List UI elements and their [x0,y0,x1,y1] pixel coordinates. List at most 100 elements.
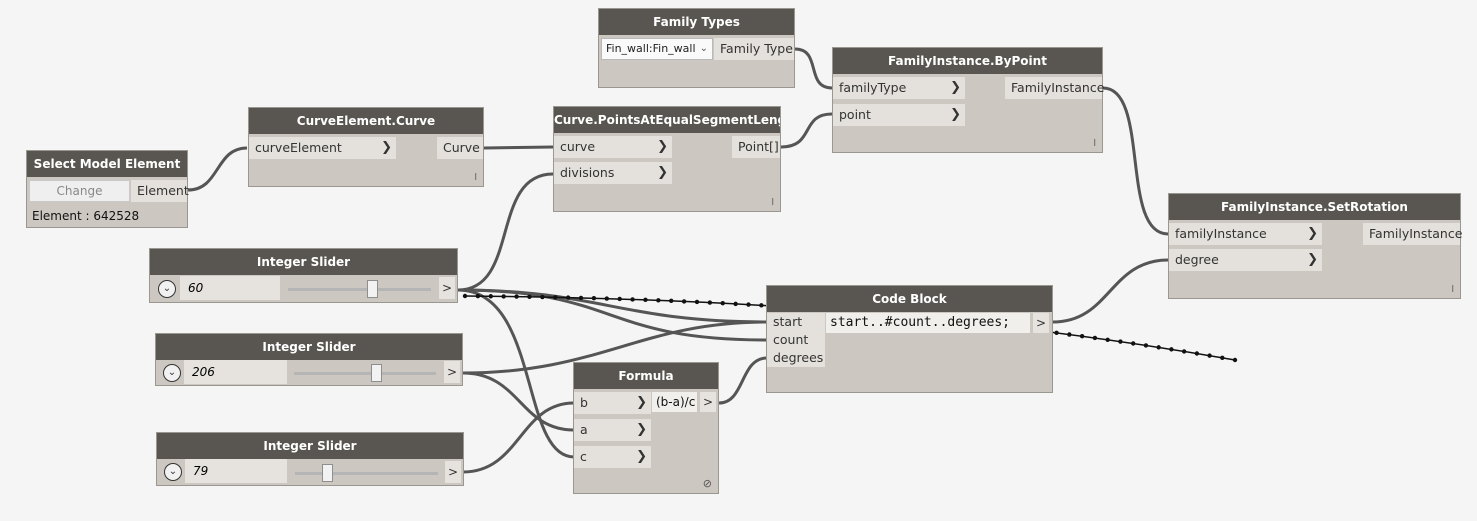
preview-point [1181,349,1187,354]
node-curveelement-curve[interactable]: CurveElement.Curve curveElement❯ Curve l [248,107,484,187]
wire-familytype-to-familytype [794,47,833,90]
output-port[interactable]: > [1033,313,1049,333]
chevron-down-icon[interactable]: ⌄ [163,364,181,382]
preview-point [1079,334,1085,339]
preview-point [617,296,622,302]
preview-point [540,294,545,300]
input-port-familyinstance[interactable]: familyInstance❯ [1169,223,1322,245]
node-family-types[interactable]: Family Types Fin_wall:Fin_wall⌄ Family T… [598,8,795,88]
input-port-c[interactable]: c❯ [574,446,651,468]
input-port-a[interactable]: a❯ [574,419,651,441]
slider-thumb[interactable] [322,464,333,482]
formula-footer-icon: ⊘ [702,477,712,490]
preview-point [1143,343,1149,348]
code-editor[interactable]: start..#count..degrees; [826,313,1030,333]
preview-point [591,296,597,301]
formula-expression[interactable]: (b-a)/c [652,392,697,412]
node-title: FamilyInstance.ByPoint [833,48,1102,74]
wire-slider2-to-formula-a [462,371,575,432]
preview-point [759,303,764,308]
output-port-familyinstance[interactable]: FamilyInstance [1005,77,1104,99]
input-port-familytype[interactable]: familyType❯ [833,77,965,99]
preview-point [630,297,635,302]
slider-track[interactable] [288,288,431,291]
node-select-model-element[interactable]: Select Model Element Change Element Elem… [26,150,189,228]
preview-point [527,294,532,300]
preview-point [1067,332,1072,337]
output-port[interactable]: > [445,461,461,483]
family-type-dropdown[interactable]: Fin_wall:Fin_wall⌄ [601,38,713,60]
wire-slider3-to-formula-b [462,401,575,474]
input-port-curve[interactable]: curve❯ [554,136,672,158]
preview-point [475,293,481,299]
slider-value[interactable]: 60 [180,276,280,300]
wire-points-to-point [780,112,833,149]
node-title: Select Model Element [27,151,187,177]
node-title: Curve.PointsAtEqualSegmentLength [554,107,780,133]
change-button[interactable]: Change [29,180,130,202]
node-formula[interactable]: Formula b❯ a❯ c❯ (b-a)/c > ⊘ [573,362,719,494]
input-port-start[interactable]: start [767,313,825,331]
element-status: Element : 642528 [32,209,140,223]
node-title: Formula [574,363,718,389]
preview-point [720,301,725,306]
output-port-points[interactable]: Point[] [732,136,780,158]
preview-point [1130,341,1136,346]
chevron-right-icon: ❯ [657,165,668,180]
slider-thumb[interactable] [367,280,378,298]
node-familyinstance-setrotation[interactable]: FamilyInstance.SetRotation familyInstanc… [1168,193,1462,299]
node-title: FamilyInstance.SetRotation [1169,194,1460,220]
chevron-down-icon[interactable]: ⌄ [164,463,182,481]
input-port-b[interactable]: b❯ [574,392,651,414]
input-port-divisions[interactable]: divisions❯ [554,162,672,184]
preview-point [488,294,493,299]
node-integer-slider-3[interactable]: Integer Slider ⌄ 79 > [156,432,464,486]
output-port[interactable]: > [439,277,455,299]
wire-element-to-curveelement [187,146,248,192]
node-title: Integer Slider [150,249,457,275]
input-port-degrees[interactable]: degrees [767,349,825,367]
preview-point [1232,357,1238,363]
node-title: CurveElement.Curve [249,108,483,134]
chevron-down-icon[interactable]: ⌄ [158,280,176,298]
lacing-indicator: l [474,173,477,183]
output-port-curve[interactable]: Curve [437,137,483,159]
node-code-block[interactable]: Code Block start count degrees start..#c… [766,285,1053,393]
preview-point [1156,345,1161,350]
node-points-at-equal-segment-length[interactable]: Curve.PointsAtEqualSegmentLength curve❯ … [553,106,781,212]
preview-point [1220,355,1225,360]
node-integer-slider-2[interactable]: Integer Slider ⌄ 206 > [155,333,463,386]
preview-point [746,302,751,307]
preview-point [565,295,571,300]
chevron-right-icon: ❯ [636,422,647,437]
preview-point [604,296,609,301]
input-port-count[interactable]: count [767,331,825,349]
output-port-familyinstance[interactable]: FamilyInstance [1363,223,1462,245]
slider-thumb[interactable] [371,364,382,382]
preview-point [681,299,687,304]
input-port-degree[interactable]: degree❯ [1169,249,1322,271]
wire-slider1-to-divisions [457,172,554,292]
preview-point [1092,335,1098,341]
preview-point [707,300,713,305]
slider-track[interactable] [295,472,438,475]
preview-point [1105,337,1110,342]
input-port-curveelement[interactable]: curveElement❯ [249,137,396,159]
chevron-right-icon: ❯ [381,140,392,155]
output-port[interactable]: > [444,361,460,383]
node-familyinstance-bypoint[interactable]: FamilyInstance.ByPoint familyType❯ point… [832,47,1104,153]
preview-point [656,298,661,303]
chevron-right-icon: ❯ [657,139,668,154]
slider-value[interactable]: 79 [185,459,287,483]
slider-track[interactable] [294,372,436,375]
output-port-element[interactable]: Element [131,180,189,202]
input-port-point[interactable]: point❯ [833,104,965,126]
wire-slider1-to-start [457,288,768,324]
chevron-right-icon: ❯ [950,80,961,95]
slider-value[interactable]: 206 [184,360,287,384]
wire-slider1-to-formula-c [457,288,575,459]
node-integer-slider-1[interactable]: Integer Slider ⌄ 60 > [149,248,458,303]
output-port[interactable]: > [700,392,716,412]
wire-slider1-to-count [457,288,768,342]
output-port-family-type[interactable]: Family Type [714,38,794,60]
